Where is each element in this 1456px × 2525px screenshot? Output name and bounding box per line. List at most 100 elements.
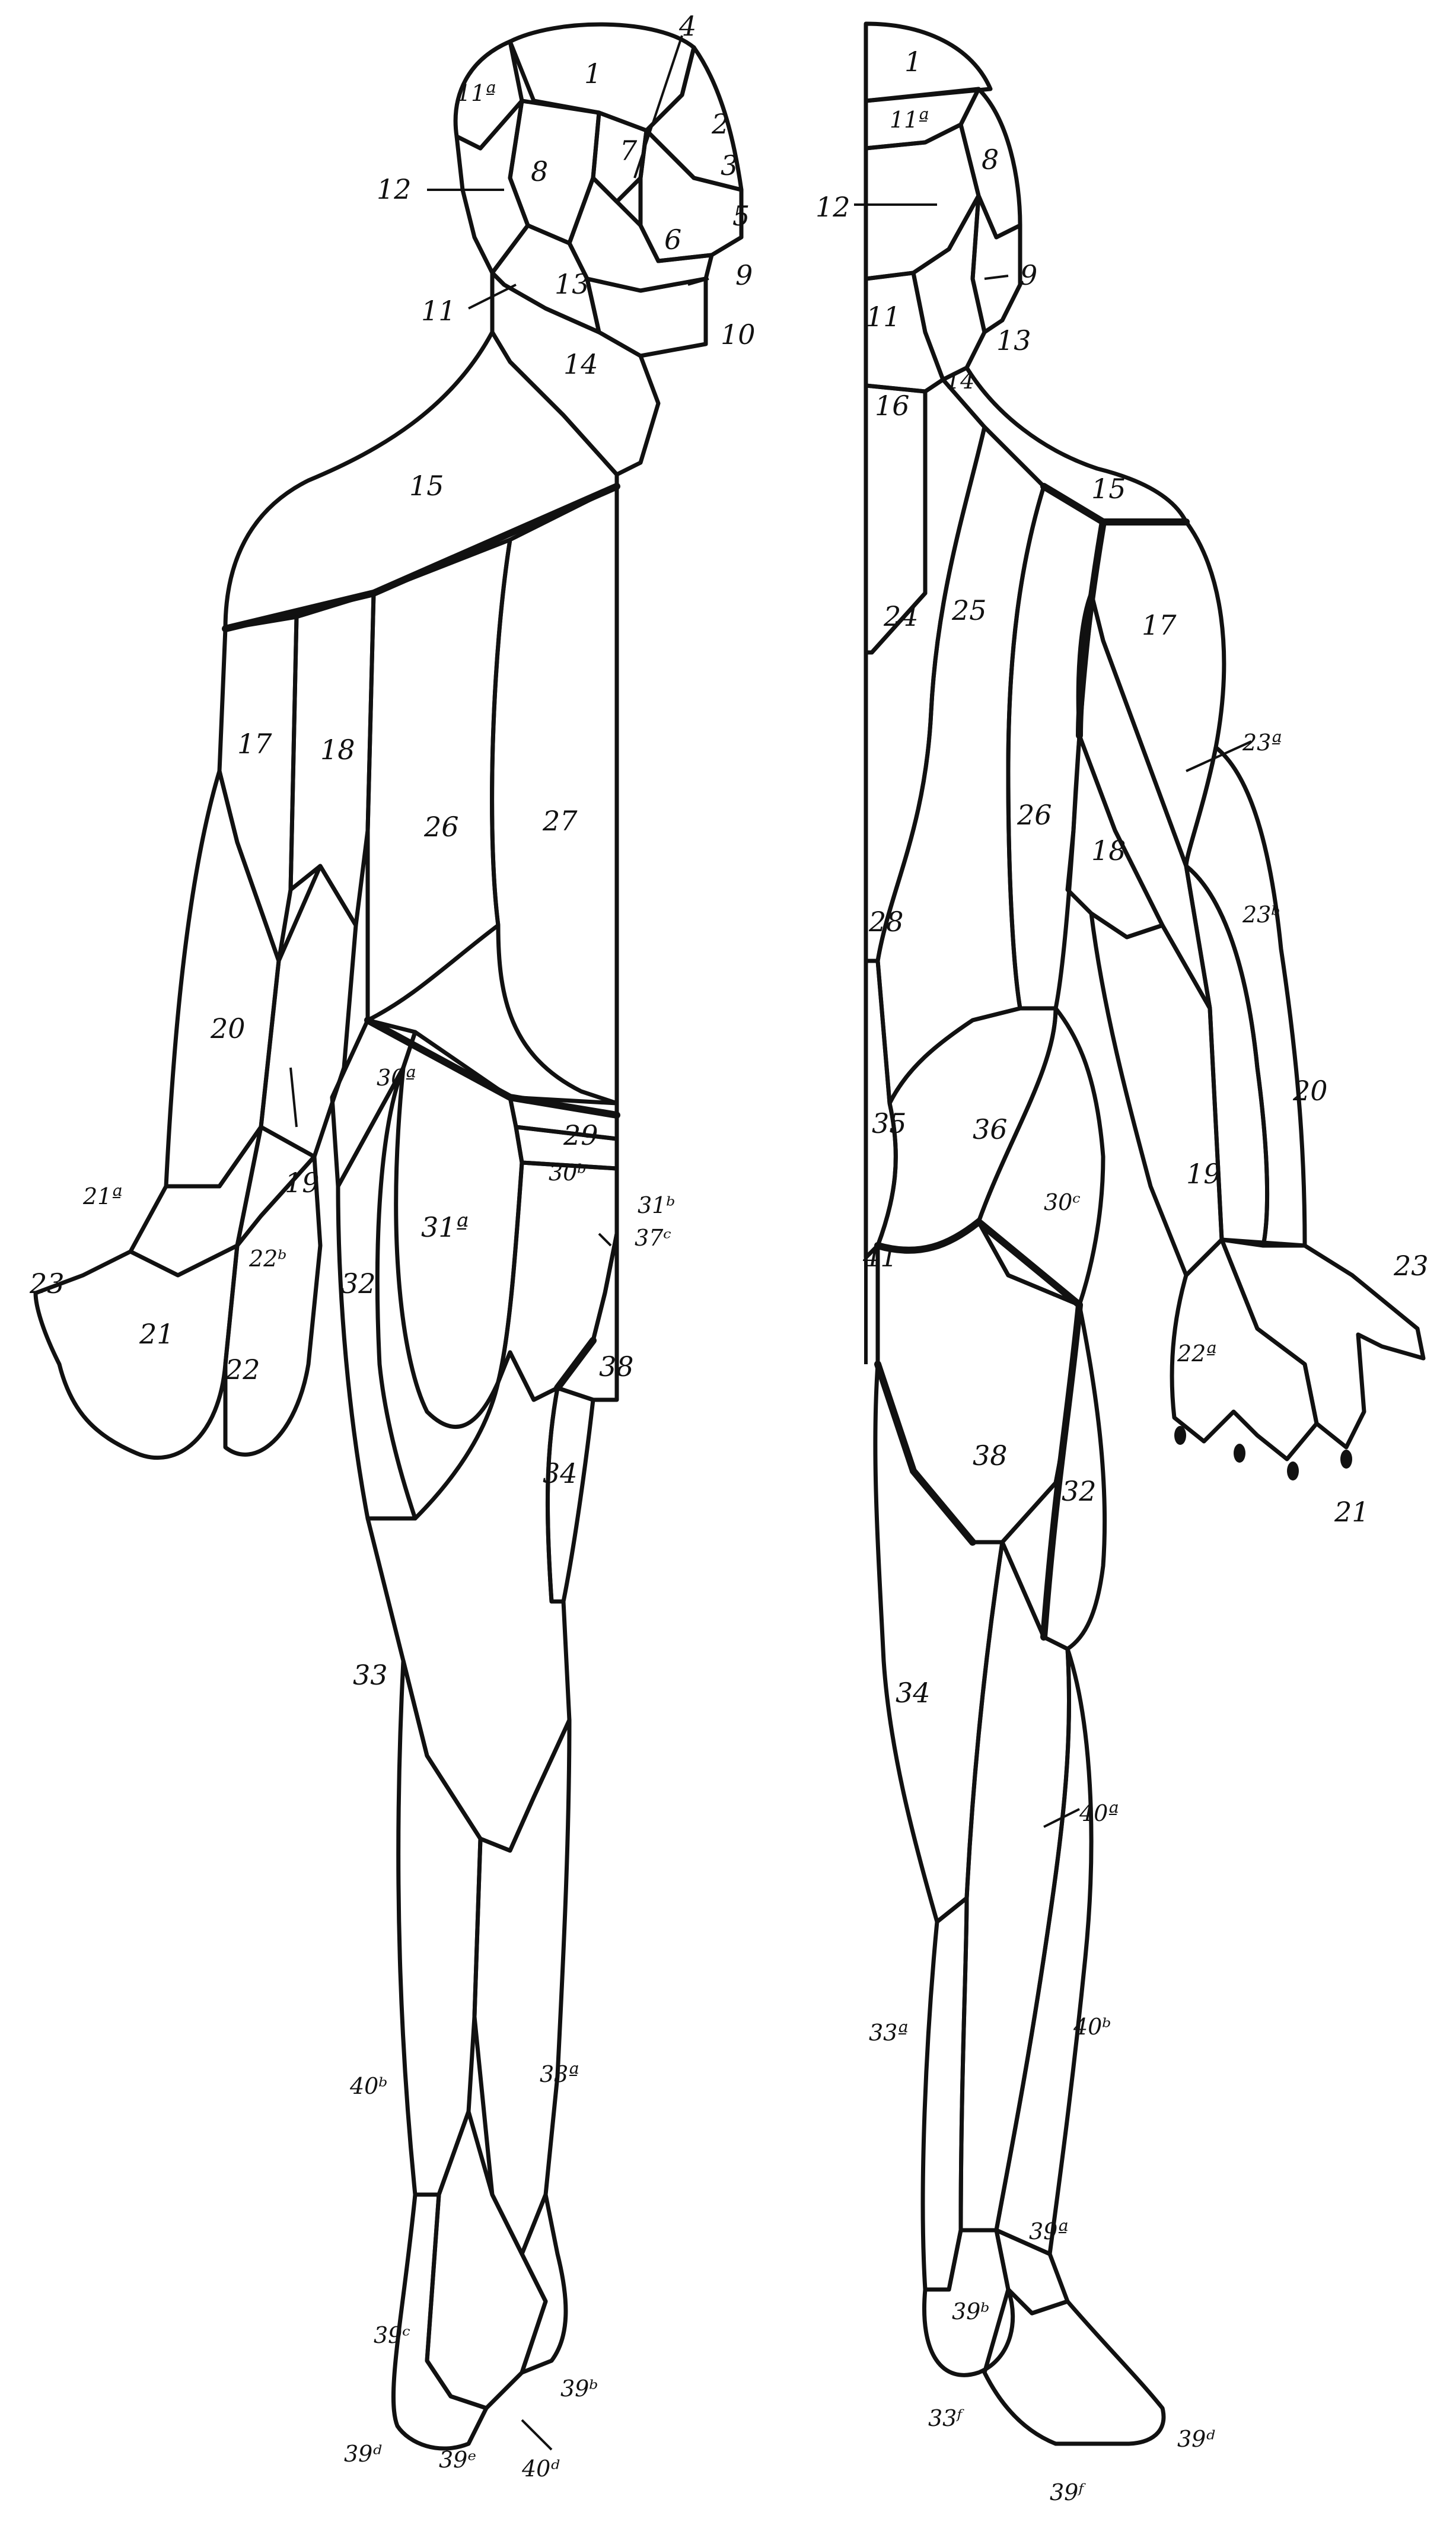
front-label-4: 4 [678,10,696,42]
back-label-25: 25 [951,594,987,626]
back-label-19: 19 [1186,1158,1221,1190]
front-region-39b [522,2195,566,2373]
front-region-19 [261,866,356,1157]
front-label-22: 22 [225,1354,260,1386]
back-label-12: 12 [815,191,850,223]
back-label-38: 38 [973,1440,1008,1472]
front-label-7: 7 [620,135,638,167]
front-region-26 [368,540,510,1020]
front-label-40b: 40ᵇ [349,2073,388,2099]
back-label-20: 20 [1292,1075,1328,1107]
front-label-31b: 31ᵇ [638,1192,676,1218]
back-label-28: 28 [868,906,904,938]
back-region-23 [1222,1240,1423,1447]
front-region-21a [130,1127,261,1275]
front-label-21a: 21ª [82,1183,122,1209]
back-label-35: 35 [872,1107,907,1139]
front-region-8 [510,101,599,243]
front-label-6: 6 [664,224,681,256]
back-thigh-line-2 [1044,1305,1079,1637]
front-label-27: 27 [542,805,578,837]
back-label-36: 36 [973,1113,1008,1145]
back-thigh-line [878,1364,973,1542]
back-label-26: 26 [1017,799,1052,831]
front-label-39c: 39ᶜ [374,2322,410,2348]
front-label-2: 2 [711,108,729,140]
back-label-33f: 33ᶠ [928,2405,964,2431]
back-label-11a: 11ª [890,107,929,133]
front-label-22b: 22ᵇ [248,1246,287,1272]
back-label-34: 34 [896,1677,931,1709]
back-label-30: 30ᶜ [1044,1189,1081,1215]
front-label-3: 3 [721,149,738,182]
back-label-39b: 39ᵇ [952,2298,990,2325]
back-label-17: 17 [1142,609,1177,641]
front-label-10: 10 [721,319,756,351]
front-label-8: 8 [531,155,548,187]
front-label-9: 9 [735,259,753,291]
back-label-23b: 23ᵇ [1242,902,1280,928]
back-region-40b [996,1649,1091,2254]
front-label-29: 29 [563,1119,598,1151]
front-region-10 [587,279,706,356]
back-region-12 [866,125,979,279]
front-region-27 [492,486,617,1103]
back-label-21: 21 [1334,1496,1369,1528]
back-label-40b: 40ᵇ [1073,2014,1111,2040]
front-label-39d: 39ᵈ [344,2441,382,2467]
front-label-11: 11 [421,295,456,327]
front-label-33a: 33ª [540,2061,579,2087]
back-label-9: 9 [1020,259,1037,291]
back-label-13: 13 [996,324,1031,356]
back-nail-1 [1174,1426,1186,1445]
front-groin-line [557,1340,593,1388]
back-label-39f: 39ᶠ [1050,2479,1086,2505]
back-nail-3 [1287,1461,1299,1480]
front-label-33: 33 [353,1659,388,1691]
front-region-33a [474,1720,569,2254]
back-label-23a: 23ª [1242,730,1282,756]
front-label-37c: 37ᶜ [635,1225,671,1251]
back-label-32: 32 [1062,1475,1097,1507]
front-label-17: 17 [237,728,272,760]
front-label-39e: 39ᵉ [439,2447,476,2473]
front-label-21: 21 [139,1318,174,1350]
back-region-23a [1078,593,1210,1008]
back-region-38 [878,1222,1079,1542]
back-figure: 1 11ª 8 12 9 11 13 14 16 15 24 25 17 23ª… [815,24,1429,2505]
front-label-14: 14 [563,348,598,380]
back-nail-2 [1234,1444,1245,1463]
back-label-18: 18 [1091,835,1126,867]
front-label-13: 13 [555,268,590,300]
back-label-1: 1 [904,46,922,78]
back-label-39d: 39ᵈ [1177,2426,1215,2452]
front-region-12 [457,101,528,273]
back-label-8: 8 [982,144,999,176]
front-region-hand [36,1246,237,1458]
front-label-5: 5 [732,200,750,232]
back-label-14: 14 [946,368,974,394]
front-label-30b: 30ᵇ [549,1160,587,1186]
front-label-19: 19 [285,1167,320,1199]
back-label-41: 41 [862,1241,898,1273]
front-label-32: 32 [341,1268,376,1300]
front-label-15: 15 [409,470,444,502]
front-region-22-fingers [225,1157,320,1454]
back-label-40a: 40ª [1079,1800,1119,1826]
back-label-24: 24 [883,600,919,632]
back-label-16: 16 [875,390,910,422]
back-nail-4 [1340,1450,1352,1469]
back-label-23: 23 [1393,1250,1429,1282]
front-label-18: 18 [320,734,355,766]
front-label-39b: 39ᵇ [560,2376,598,2402]
back-region-30 [979,1008,1103,1305]
front-label-12: 12 [377,173,412,205]
front-label-30a: 30ª [377,1065,416,1091]
back-label-39a: 39ª [1029,2218,1068,2244]
back-region-24 [866,380,985,961]
back-label-22a: 22ª [1177,1340,1216,1367]
front-label-20: 20 [210,1012,246,1045]
front-label-40d: 40ᵈ [521,2456,560,2482]
front-label-1: 1 [584,58,601,90]
front-shoulder-line [225,486,617,629]
